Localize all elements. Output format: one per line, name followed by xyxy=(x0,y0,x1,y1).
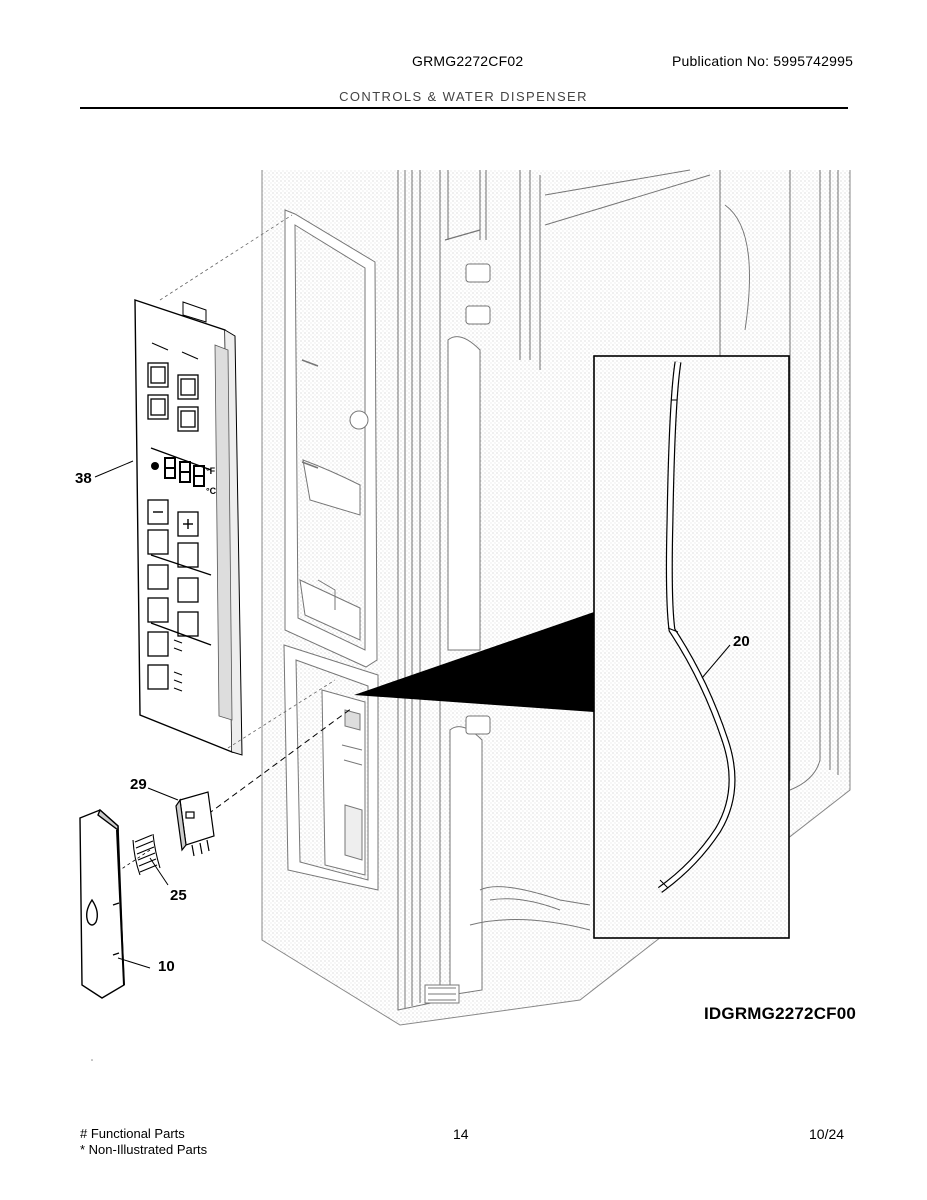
non-illustrated-parts-note: * Non-Illustrated Parts xyxy=(80,1142,208,1157)
figure-id: IDGRMG2272CF00 xyxy=(704,1004,857,1023)
model-number: GRMG2272CF02 xyxy=(412,53,524,69)
zoom-wedge xyxy=(354,612,594,712)
callout-29: 29 xyxy=(130,776,147,793)
header-rule xyxy=(80,107,848,109)
functional-parts-note: # Functional Parts xyxy=(80,1126,185,1141)
control-panel xyxy=(134,299,243,756)
deg-c-label: °C xyxy=(206,486,217,496)
page-number: 14 xyxy=(453,1126,469,1142)
dispenser-paddle xyxy=(79,808,125,999)
micro-switch xyxy=(175,791,215,857)
spring xyxy=(132,833,161,876)
footer-legend: # Functional Parts * Non-Illustrated Par… xyxy=(80,1126,207,1158)
revision-date: 10/24 xyxy=(809,1126,845,1142)
water-tube-detail xyxy=(593,355,790,939)
deg-f-label: °F xyxy=(206,466,216,476)
section-title: CONTROLS & WATER DISPENSER xyxy=(339,89,588,104)
callout-20: 20 xyxy=(733,633,750,650)
alignment-lines xyxy=(119,214,353,871)
leader-lines xyxy=(94,460,179,969)
publication-number: Publication No: 5995742995 xyxy=(672,53,854,69)
callout-10: 10 xyxy=(158,958,175,975)
callout-25: 25 xyxy=(170,887,187,904)
stray-dot xyxy=(91,1059,93,1061)
callout-38: 38 xyxy=(75,470,92,487)
